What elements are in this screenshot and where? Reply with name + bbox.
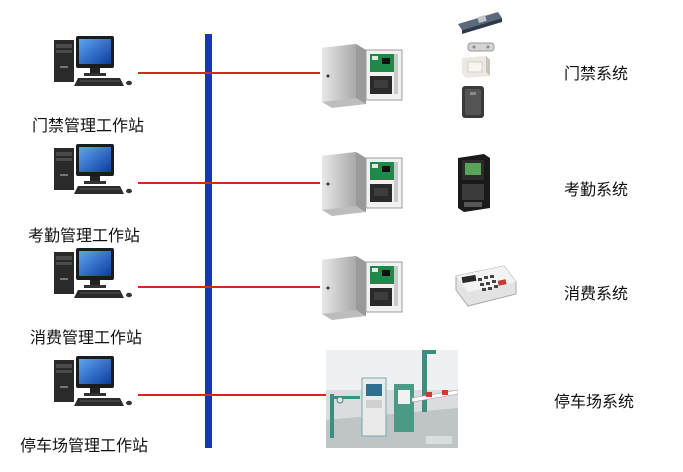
system-label: 门禁系统 xyxy=(564,64,629,83)
connection-line xyxy=(138,182,320,184)
workstation-label: 考勤管理工作站 xyxy=(28,226,141,245)
attendance-terminal-icon xyxy=(458,154,490,212)
card-reader-icon xyxy=(462,86,484,118)
controller-icon xyxy=(322,44,403,109)
network-bus xyxy=(205,34,212,448)
electric-lock-icon xyxy=(458,12,502,34)
connection-line xyxy=(138,72,320,74)
exit-button-icon xyxy=(462,56,490,78)
computer-icon xyxy=(54,36,133,87)
computer-icon xyxy=(54,356,133,407)
connection-line xyxy=(138,286,320,288)
controller-icon xyxy=(322,152,403,217)
connection-line xyxy=(138,394,326,396)
pos-terminal-icon xyxy=(455,265,517,307)
workstation-label: 停车场管理工作站 xyxy=(20,436,149,455)
controller-icon xyxy=(322,256,403,321)
lock-plate-icon xyxy=(467,42,495,52)
parking-scene-image xyxy=(326,350,458,448)
computer-icon xyxy=(54,248,133,299)
workstation-label: 消费管理工作站 xyxy=(30,328,143,347)
computer-icon xyxy=(54,144,133,195)
system-label: 停车场系统 xyxy=(554,392,635,411)
system-label: 考勤系统 xyxy=(564,180,629,199)
system-label: 消费系统 xyxy=(564,284,629,303)
workstation-label: 门禁管理工作站 xyxy=(32,116,145,135)
